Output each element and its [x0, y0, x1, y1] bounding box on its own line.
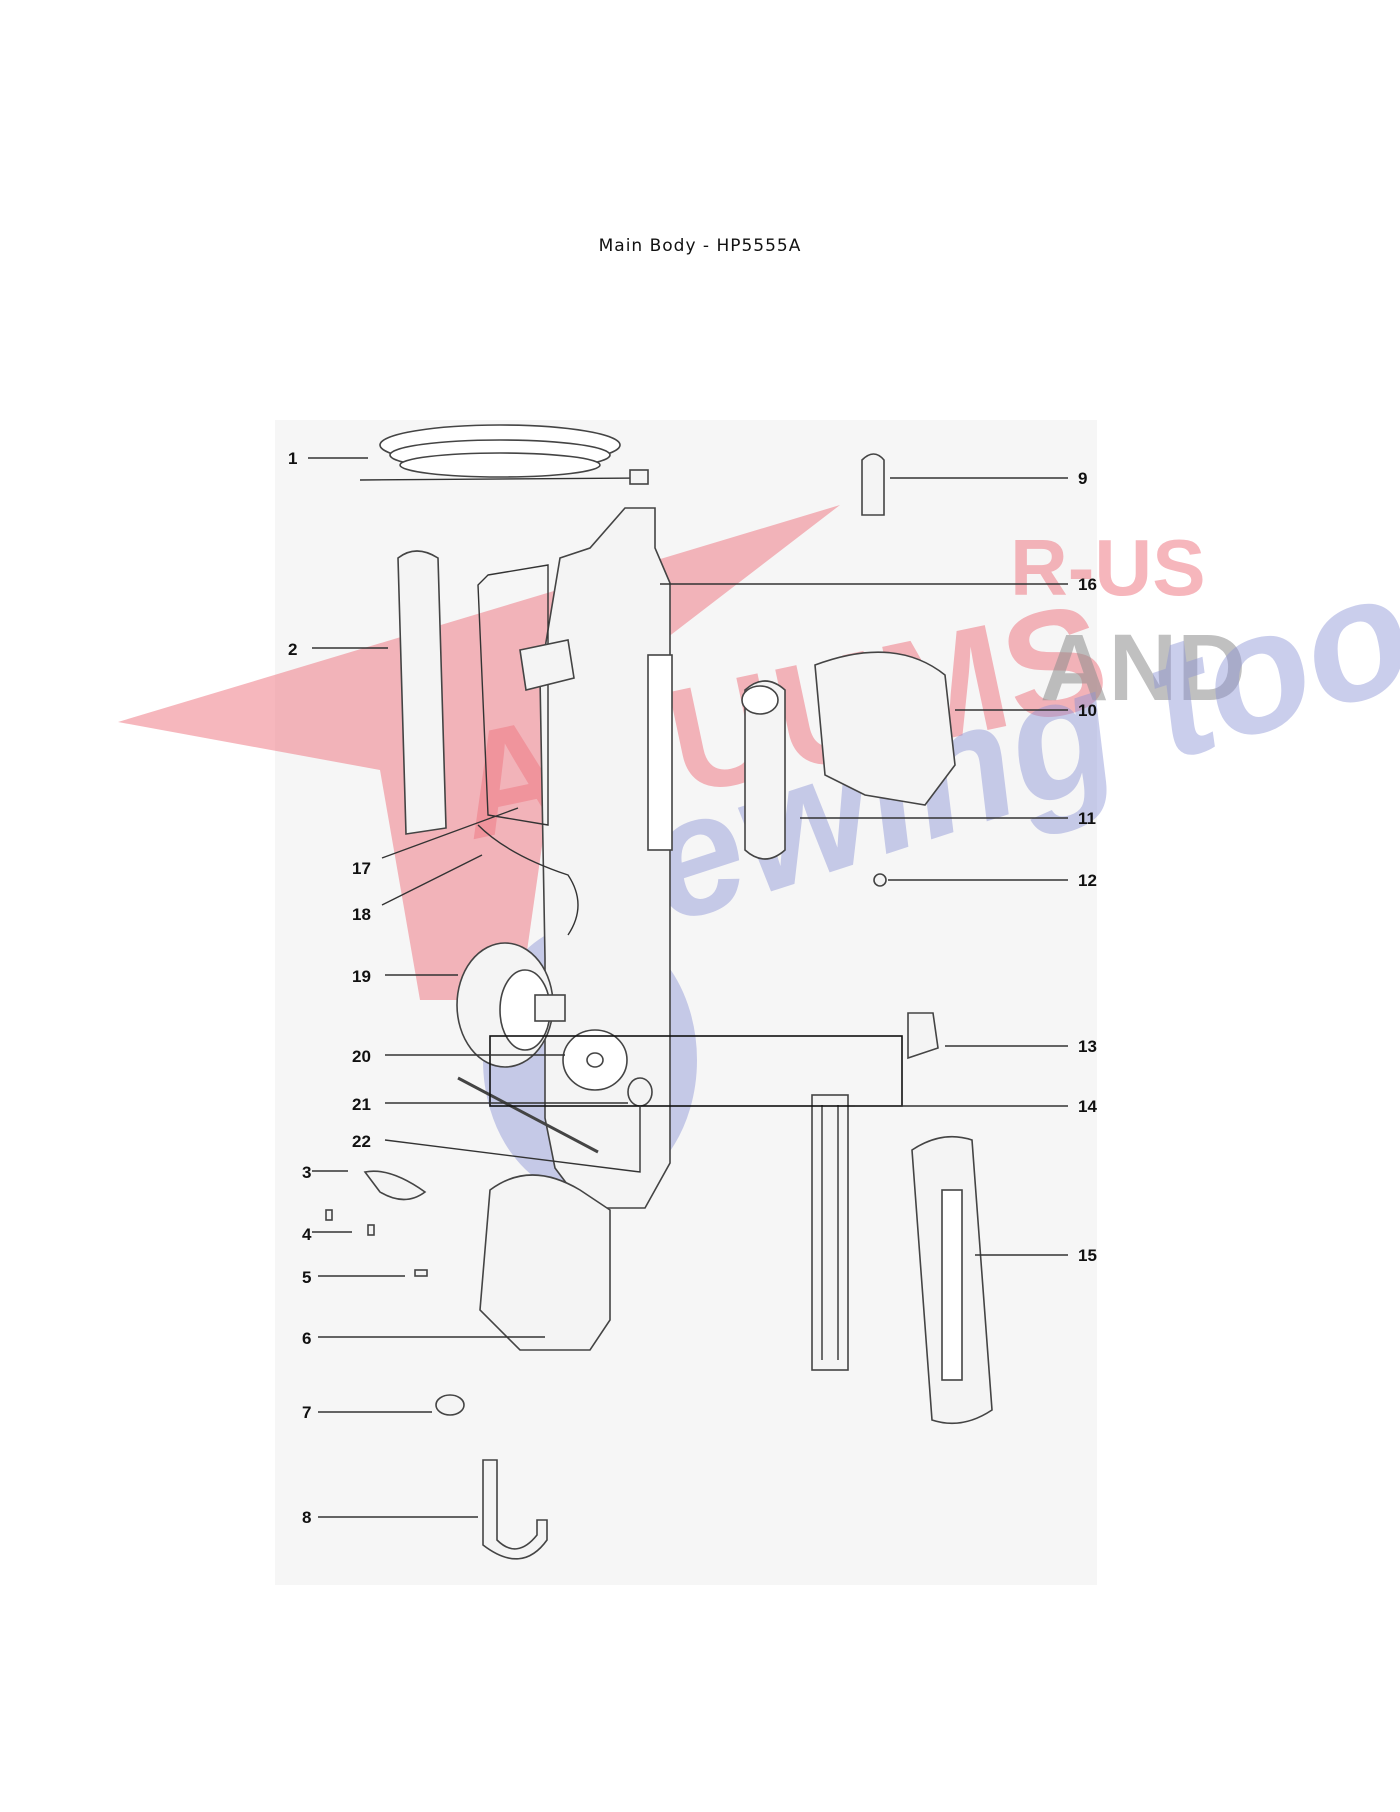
callout-2: 2 [288, 640, 297, 659]
callout-numbers: 1 2 3 4 5 6 7 8 9 10 11 12 13 14 15 16 1… [288, 449, 1097, 1527]
part-front-cover [397, 550, 447, 835]
callout-21: 21 [352, 1095, 371, 1114]
part-power-cord [359, 424, 649, 485]
callout-5: 5 [302, 1268, 311, 1287]
callout-11: 11 [1078, 809, 1096, 828]
callout-16: 16 [1078, 575, 1097, 594]
page-title: Main Body - HP5555A [598, 236, 802, 256]
part-cord-wrap [477, 564, 549, 826]
part-clip [907, 1012, 939, 1060]
callout-7: 7 [302, 1403, 311, 1422]
callout-4: 4 [302, 1225, 312, 1244]
callout-17: 17 [352, 859, 371, 878]
part-hose-tube [744, 680, 786, 860]
part-gasket [562, 1029, 628, 1091]
callout-18: 18 [352, 905, 371, 924]
part-dirt-cup-cover [814, 651, 956, 806]
part-cord-hook [861, 453, 885, 516]
part-lower-housing [479, 1174, 611, 1351]
part-latch [363, 1170, 427, 1201]
callout-8: 8 [302, 1508, 311, 1527]
callout-3: 3 [302, 1163, 311, 1182]
part-hose [482, 1459, 548, 1560]
callout-14: 14 [1078, 1097, 1097, 1116]
callout-10: 10 [1078, 701, 1097, 720]
svg-text:AND: AND [1040, 615, 1246, 721]
part-screw-12 [873, 873, 887, 887]
part-filter-screen [811, 1094, 849, 1371]
callout-1: 1 [288, 449, 297, 468]
part-screw-4a [325, 1209, 333, 1221]
leader-lines [308, 457, 1068, 1518]
callout-6: 6 [302, 1329, 311, 1348]
callout-19: 19 [352, 967, 371, 986]
part-rod [457, 1076, 599, 1154]
svg-text:R-US: R-US [1010, 523, 1206, 612]
highlight-box [489, 1035, 903, 1107]
callout-9: 9 [1078, 469, 1087, 488]
part-wheel [435, 1394, 465, 1416]
callout-12: 12 [1078, 871, 1097, 890]
callout-13: 13 [1078, 1037, 1097, 1056]
part-screw-4b [367, 1224, 375, 1236]
callout-22: 22 [352, 1132, 371, 1151]
part-screw-5 [414, 1269, 428, 1277]
callout-20: 20 [352, 1047, 371, 1066]
part-bushing [627, 1077, 653, 1107]
part-cord-hook-frame [519, 639, 575, 691]
callout-15: 15 [1078, 1246, 1097, 1265]
